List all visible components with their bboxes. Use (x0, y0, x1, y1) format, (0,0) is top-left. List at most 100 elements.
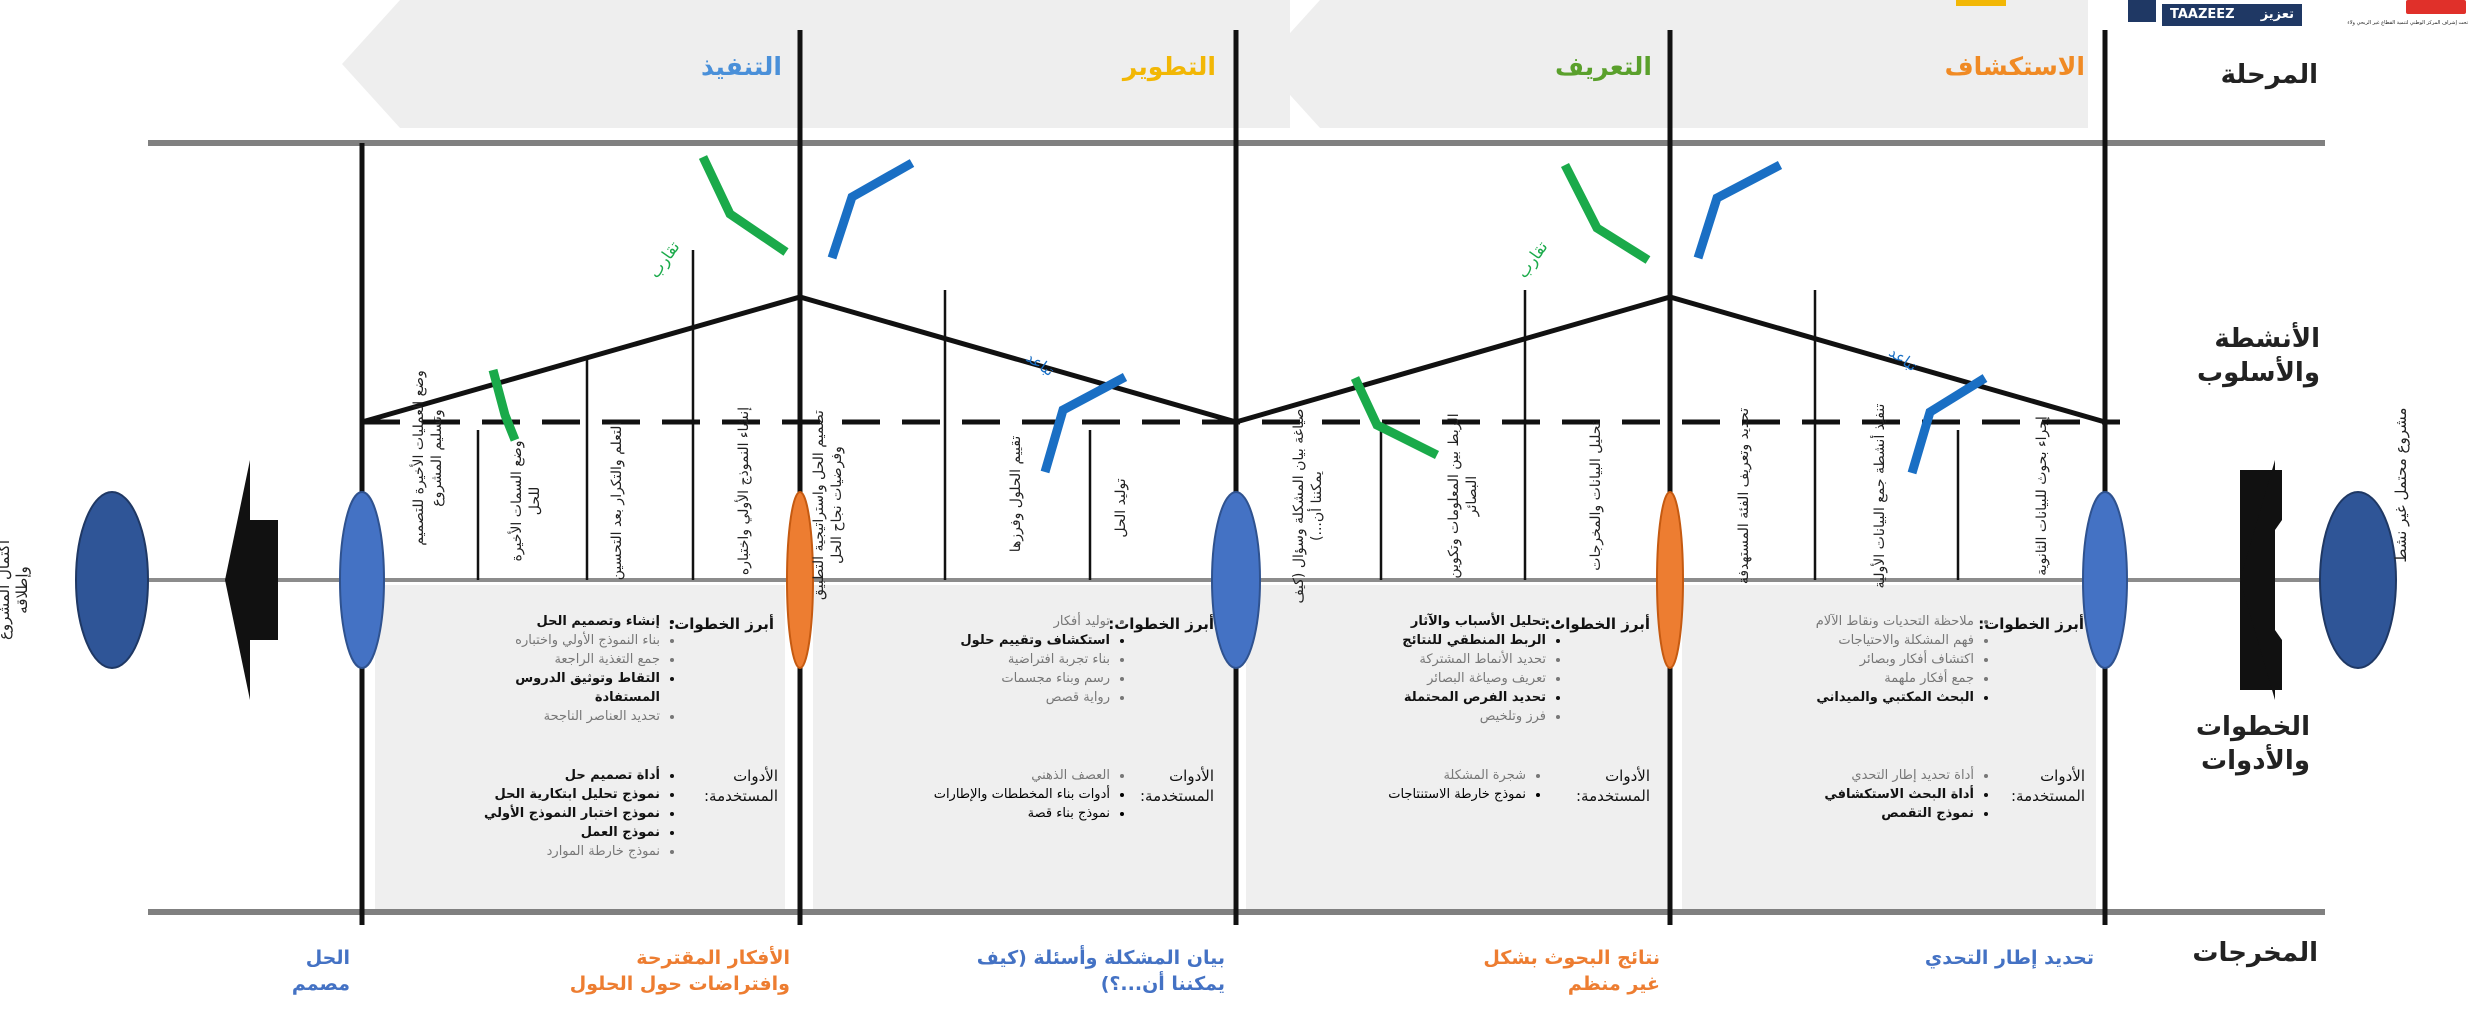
steps-list-execution: إنشاء وتصميم الحل بناء النموذج الأولي وا… (460, 612, 676, 726)
steps-list-exploration: ملاحظة التحديات ونقاط الآلام فهم المشكلة… (1760, 612, 1990, 707)
step-item: ملاحظة التحديات ونقاط الآلام (1760, 612, 1974, 631)
row-label-activities: الأنشطة والأسلوب (2196, 324, 2320, 388)
step-item: تحديد الفرص المحتملة (1370, 688, 1546, 707)
end-arrow-head (225, 460, 250, 700)
converge-mark (488, 368, 520, 442)
start-node (2319, 491, 2397, 669)
logo-red-mark-icon (2406, 0, 2466, 14)
converge-mark (1560, 162, 1651, 264)
step-item: تحليل الأسباب والآثار (1370, 612, 1546, 631)
steps-heading: أبرز الخطوات: (1108, 615, 1214, 633)
activity-item: صياغة بيان المشكلة وسؤال (كيف يمكننا أن.… (1291, 408, 1325, 604)
row-label-outputs: المخرجات (2192, 938, 2318, 968)
node-exploration-start (2082, 491, 2128, 669)
output-execution: الأفكار المقترحة وافتراضات حول الحلول (569, 947, 790, 995)
phase-arrow-right (1262, 0, 2088, 128)
logo-orange-mark-icon (1956, 0, 2006, 6)
start-arrow-head (2240, 460, 2275, 700)
diverge-mark (1040, 373, 1128, 474)
step-item: بناء النموذج الأولي واختباره (460, 631, 660, 650)
side-label-start: مشروع محتمل غير نشط (2392, 407, 2410, 563)
tools-list-exploration: أداة تحديد إطار التحدي أداة البحث الاستك… (1800, 766, 1990, 823)
activity-item: تنفيذ أنشطة جمع البيانات الأولية (1872, 403, 1888, 589)
phase-title-exploration: الاستكشاف (1944, 52, 2085, 81)
tools-list-execution: أداة تصميم حل نموذج تحليل ابتكارية الحل … (470, 766, 676, 861)
step-item: اكتشاف أفكار وبصائر (1760, 650, 1974, 669)
activity-item: تقييم الحلول وفرزها (1008, 435, 1024, 553)
tool-item: نموذج تحليل ابتكارية الحل (470, 785, 660, 804)
diverge-mark (827, 159, 915, 260)
phase-title-execution: التنفيذ (700, 52, 782, 81)
step-item: جمع أفكار ملهمة (1760, 669, 1974, 688)
logo-caption: تحت إشراف المركز الوطني لتنمية القطاع غي… (2347, 20, 2468, 26)
tool-item: نموذج اختبار النموذج الأولي (470, 804, 660, 823)
tool-item: نموذج خارطة الموارد (470, 842, 660, 861)
activity-item: تصميم الحل واستراتيجية التطبيق وفرضيات ن… (811, 410, 845, 600)
logo-block: TAAZEEZ تعزيز تحت إشراف المركز الوطني لت… (1956, 0, 2468, 40)
step-item: إنشاء وتصميم الحل (460, 612, 660, 631)
activity-item: إجراء بحوث للبيانات الثانوية (2034, 416, 2050, 576)
step-item: تعريف وصياغة البصائر (1370, 669, 1546, 688)
steps-list-development: توليد أفكار استكشاف وتقييم حلول بناء تجر… (920, 612, 1126, 707)
step-item: بناء تجربة افتراضية (920, 650, 1110, 669)
activity-item: تحليل البيانات والمخرجات (1588, 421, 1604, 571)
output-exploration: تحديد إطار التحدي (1924, 947, 2094, 969)
side-label-end: اكتمال المشروع وإطلاقه (0, 540, 31, 641)
step-item: توليد أفكار (920, 612, 1110, 631)
step-item: تحديد الأنماط المشتركة (1370, 650, 1546, 669)
activity-item: وضع السمات الأخيرة للحل (509, 440, 543, 562)
diamond-right (1235, 294, 2106, 425)
panel-execution (375, 585, 785, 910)
activity-item: توليد الحل (1113, 478, 1129, 538)
logo-en-text: TAAZEEZ (2170, 7, 2235, 22)
diverge-mark (1693, 161, 1783, 260)
steps-heading: أبرز الخطوات: (1978, 615, 2084, 633)
phase-arrow-left (342, 0, 1290, 128)
diverge-mark (1907, 374, 1988, 475)
node-definition-start (1656, 491, 1684, 669)
logo-ar-text: تعزيز (2260, 7, 2294, 22)
activity-item: الربط بين المعلومات وتكوين البصائر (1446, 413, 1480, 579)
step-item: البحث المكتبي والميداني (1760, 688, 1974, 707)
phase-title-development: التطوير (1122, 52, 1216, 81)
step-item: الربط المنطقي للنتائج (1370, 631, 1546, 650)
steps-heading: أبرز الخطوات: (668, 615, 774, 633)
tools-heading: الأدوات المستخدمة: (2010, 767, 2085, 805)
phase-title-definition: التعريف (1555, 52, 1652, 81)
diamond-left (361, 294, 1237, 425)
step-item: رسم وبناء مجسمات (920, 669, 1110, 688)
tool-item: أداة تصميم حل (470, 766, 660, 785)
output-final: الحل مصمم (291, 947, 350, 995)
output-definition: نتائج البحوث بشكل غير منظم (1483, 947, 1660, 995)
tools-heading: الأدوات المستخدمة: (1139, 767, 1214, 805)
converge-mark (698, 155, 789, 256)
step-item: فهم المشكلة والاحتياجات (1760, 631, 1974, 650)
tool-item: أداة البحث الاستكشافي (1800, 785, 1974, 804)
tools-list-definition: شجرة المشكلة نموذج خارطة الاستنتاجات (1340, 766, 1542, 804)
step-item: تحديد العناصر الناجحة (460, 707, 660, 726)
node-execution-start (786, 491, 814, 669)
step-item: رواية قصص (920, 688, 1110, 707)
row-label-phase: المرحلة (2220, 60, 2318, 90)
activity-item: إنشاء النموذج الأولي واختباره (736, 406, 752, 576)
panel-exploration (1682, 585, 2096, 910)
panel-development (813, 585, 1233, 910)
node-final (339, 491, 385, 669)
activity-item: وضع العمليات الأخيرة للتصميم وتسليم المش… (411, 370, 445, 546)
output-development: بيان المشكلة وأسئلة (كيف يمكننا أن...؟) (976, 947, 1225, 995)
end-node (75, 491, 149, 669)
tool-item: أداة تحديد إطار التحدي (1800, 766, 1974, 785)
step-item: جمع التغذية الراجعة (460, 650, 660, 669)
tool-item: نموذج العمل (470, 823, 660, 842)
step-item: استكشاف وتقييم حلول (920, 631, 1110, 650)
step-item: فرز وتلخيص (1370, 707, 1546, 726)
tools-list-development: العصف الذهني أدوات بناء المخططات والإطار… (880, 766, 1126, 823)
node-development-start (1211, 491, 1261, 669)
logo-badge-icon (2128, 0, 2156, 22)
tool-item: نموذج بناء قصة (880, 804, 1110, 823)
tool-item: أدوات بناء المخططات والإطارات (880, 785, 1110, 804)
activity-item: التعلم والتكرار بعد التحسين (609, 421, 625, 581)
activity-item: تحديد وتعريف الفئة المستهدفة (1736, 407, 1752, 585)
panel-definition (1246, 585, 1670, 910)
